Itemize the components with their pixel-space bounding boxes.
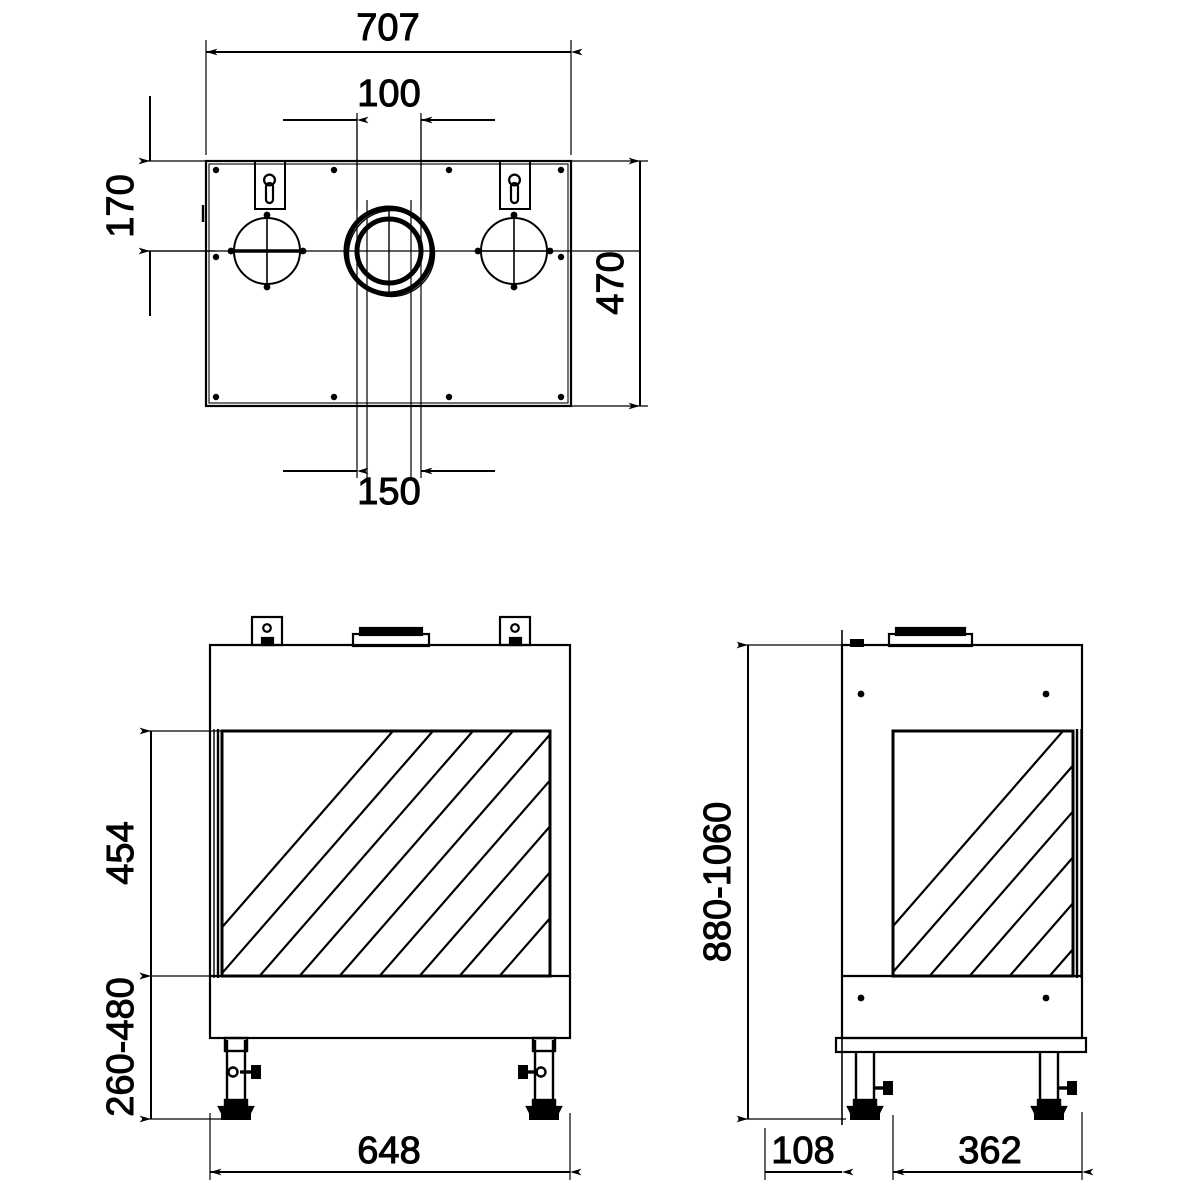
side-base-rail [834, 1036, 1088, 1054]
side-left-leg [846, 1052, 893, 1120]
side-glass-panel [891, 729, 1082, 978]
dimension-707 [205, 40, 583, 155]
dimension-470 [565, 157, 648, 410]
dimension-label-880-1060: 880-1060 [697, 802, 739, 963]
front-top-left-bracket [250, 615, 284, 647]
top-view: 707 100 170 [100, 7, 648, 514]
side-top-bracket-nub [850, 639, 864, 647]
dimension-454 [139, 727, 228, 980]
front-top-flue-collar [351, 626, 431, 648]
front-view: 454 260-480 648 [100, 615, 582, 1180]
front-top-right-bracket [498, 615, 532, 647]
right-circle-port [474, 211, 554, 291]
dimension-label-707: 707 [356, 7, 419, 49]
front-left-leg [217, 1036, 261, 1120]
dimension-880-1060 [736, 641, 846, 1123]
dimension-label-454: 454 [100, 821, 142, 884]
dimension-label-100: 100 [357, 73, 420, 115]
right-keyhole-bracket [499, 160, 531, 210]
top-view-outline [204, 159, 573, 408]
front-right-leg [518, 1036, 563, 1120]
side-right-leg [1030, 1052, 1077, 1120]
dimension-108 [764, 1128, 854, 1180]
dimension-label-362: 362 [958, 1130, 1021, 1172]
left-circle-port [227, 211, 307, 291]
dimension-170 [138, 96, 215, 316]
dimension-label-260-480: 260-480 [100, 977, 142, 1116]
dimension-label-150: 150 [357, 471, 420, 513]
dimension-648 [209, 1113, 582, 1180]
top-view-mounting-holes [212, 166, 565, 401]
dimension-362 [892, 1112, 1094, 1180]
dimension-label-108: 108 [771, 1130, 834, 1172]
dimension-label-648: 648 [357, 1130, 420, 1172]
left-keyhole-bracket [254, 160, 286, 210]
side-view: 880-1060 108 362 [697, 626, 1094, 1180]
side-top-flue-collar [887, 626, 974, 648]
side-view-mounting-holes [857, 690, 1050, 1002]
dimension-260-480 [139, 972, 228, 1123]
dimension-label-170: 170 [100, 174, 142, 237]
dimension-label-470: 470 [590, 251, 632, 314]
front-glass-panel [213, 729, 552, 978]
